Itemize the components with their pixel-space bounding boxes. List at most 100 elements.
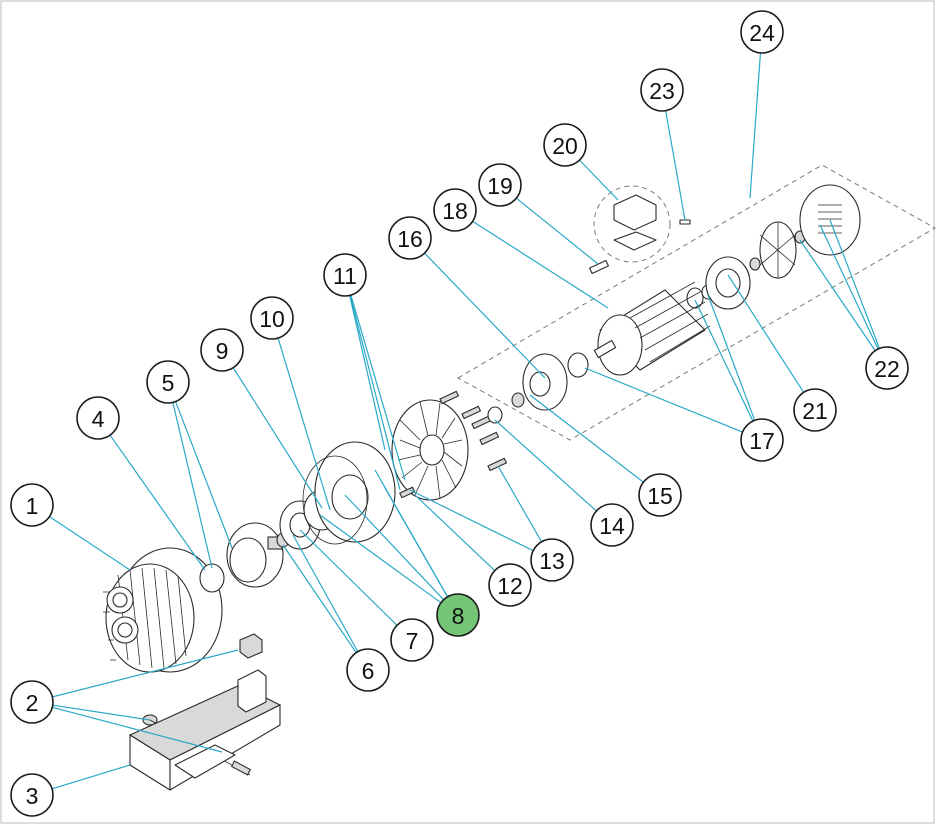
- callout-17[interactable]: 17: [740, 418, 784, 462]
- leader-line-24-1: [749, 52, 762, 199]
- callout-label-20: 20: [552, 133, 578, 159]
- callout-circle-15: [638, 473, 682, 517]
- part-23: [679, 219, 691, 225]
- callout-label-5: 5: [162, 370, 175, 396]
- leader-line-10-1: [277, 337, 331, 511]
- leader-line-22-3: [829, 219, 881, 349]
- leader-line-11-3: [349, 295, 401, 491]
- callout-22[interactable]: 22: [865, 346, 909, 390]
- leader-lines: [49, 52, 881, 790]
- callout-5[interactable]: 5: [146, 360, 190, 404]
- leader-line-6-2: [292, 534, 359, 652]
- part-flange: [302, 441, 396, 545]
- leader-line-20-1: [579, 159, 619, 201]
- callout-circle-11: [323, 253, 367, 297]
- callout-1[interactable]: 1: [10, 483, 54, 527]
- callout-circle-18: [433, 188, 477, 232]
- part-cover: [226, 522, 284, 588]
- callout-circle-8: [436, 593, 480, 637]
- leader-line-4-1: [109, 434, 206, 571]
- callout-label-24: 24: [749, 20, 775, 46]
- leader-line-16-1: [424, 252, 546, 379]
- callout-15[interactable]: 15: [638, 473, 682, 517]
- callout-circle-9: [200, 328, 244, 372]
- leader-line-8-1: [344, 494, 445, 601]
- leader-line-6-1: [282, 544, 357, 653]
- callout-14[interactable]: 14: [590, 503, 634, 547]
- callout-label-4: 4: [92, 406, 105, 432]
- callout-label-3: 3: [26, 783, 39, 809]
- callout-label-7: 7: [406, 628, 419, 654]
- callout-4[interactable]: 4: [76, 396, 120, 440]
- callout-9[interactable]: 9: [200, 328, 244, 372]
- callout-label-15: 15: [647, 483, 673, 509]
- callout-label-11: 11: [333, 263, 357, 289]
- callout-circle-10: [250, 296, 294, 340]
- leader-line-1-1: [49, 516, 131, 571]
- leader-line-2-2: [52, 649, 239, 698]
- callout-6[interactable]: 6: [346, 648, 390, 692]
- callout-circle-20: [543, 123, 587, 167]
- callout-7[interactable]: 7: [390, 618, 434, 662]
- callout-13[interactable]: 13: [530, 538, 574, 582]
- leader-line-14-1: [494, 419, 597, 512]
- callout-20[interactable]: 20: [543, 123, 587, 167]
- terminal-box-outline: [593, 185, 671, 263]
- part-base-bracket: [128, 669, 282, 791]
- leader-line-18-1: [472, 220, 609, 309]
- leader-line-8-3: [384, 487, 449, 598]
- callout-2[interactable]: 2: [10, 680, 54, 724]
- callout-circle-4: [76, 396, 120, 440]
- callout-label-21: 21: [802, 398, 828, 424]
- callout-label-10: 10: [259, 306, 285, 332]
- callout-label-6: 6: [362, 658, 375, 684]
- part-pump-housing: [103, 547, 223, 673]
- leader-line-21-1: [727, 274, 805, 393]
- callout-16[interactable]: 16: [388, 216, 432, 260]
- callout-18[interactable]: 18: [433, 188, 477, 232]
- leader-line-17-3: [707, 294, 756, 421]
- callout-21[interactable]: 21: [793, 388, 837, 432]
- callout-circle-13: [530, 538, 574, 582]
- part-terminal-box: [613, 194, 657, 251]
- callout-24[interactable]: 24: [740, 10, 784, 54]
- callout-circle-16: [388, 216, 432, 260]
- part-fan: [749, 221, 797, 279]
- leader-line-22-2: [819, 224, 879, 350]
- callout-19[interactable]: 19: [478, 163, 522, 207]
- leader-line-17-1: [584, 367, 743, 433]
- leader-line-12-1: [414, 494, 496, 571]
- callout-23[interactable]: 23: [640, 68, 684, 112]
- callout-circle-2: [10, 680, 54, 724]
- callout-circle-12: [488, 563, 532, 607]
- leader-line-9-1: [232, 367, 323, 509]
- part-grille: [391, 399, 469, 501]
- callout-12[interactable]: 12: [488, 563, 532, 607]
- callout-label-2: 2: [26, 690, 39, 716]
- leader-line-17-2: [694, 299, 754, 422]
- callout-label-14: 14: [599, 513, 625, 539]
- leader-line-11-2: [350, 294, 406, 481]
- callout-10[interactable]: 10: [250, 296, 294, 340]
- callout-11[interactable]: 11: [323, 253, 367, 297]
- part-motor-body: [593, 281, 711, 376]
- callout-label-16: 16: [397, 226, 423, 252]
- callout-8[interactable]: 8: [436, 593, 480, 637]
- leader-line-2-3: [52, 706, 223, 753]
- part-screws: [399, 390, 508, 499]
- callout-circle-14: [590, 503, 634, 547]
- callout-circle-6: [346, 648, 390, 692]
- leader-line-23-1: [665, 110, 686, 221]
- part-fasteners: [142, 633, 263, 776]
- callout-3[interactable]: 3: [10, 773, 54, 817]
- parts-drawing: [103, 184, 861, 791]
- callout-label-23: 23: [649, 78, 675, 104]
- leader-line-5-1: [172, 402, 213, 569]
- leader-line-11-1: [349, 295, 386, 451]
- leader-line-2-1: [52, 704, 151, 721]
- part-o-ring: [199, 563, 225, 593]
- callout-circle-1: [10, 483, 54, 527]
